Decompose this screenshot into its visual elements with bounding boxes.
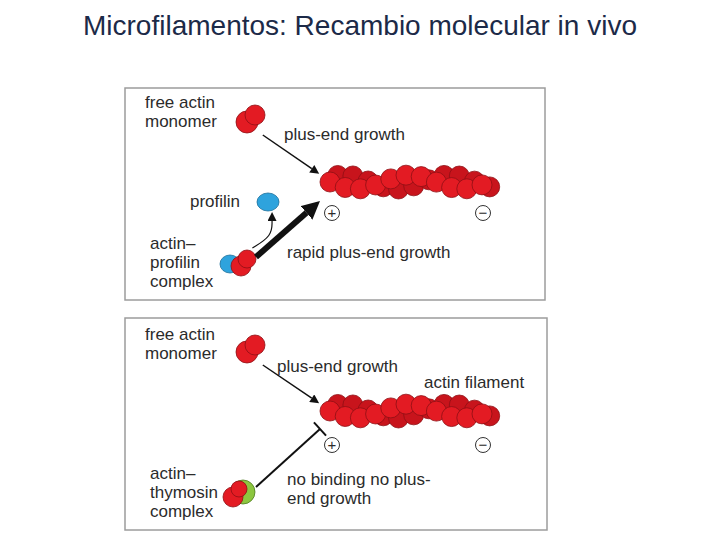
molecule-label: actin– profilin complex — [150, 234, 218, 291]
molecule-subunit — [472, 175, 492, 195]
panel-frame — [125, 88, 545, 300]
actin-monomer: free actin monomer — [234, 103, 266, 135]
molecule-label: free actin monomer — [145, 93, 233, 131]
molecule-subunit — [238, 250, 256, 268]
molecule-label: actin– thymosin complex — [150, 464, 218, 521]
end-sign: + — [324, 437, 340, 453]
end-sign: − — [475, 205, 491, 221]
slide-title: Microfilamentos: Recambio molecular in v… — [0, 10, 720, 42]
molecule-drawing — [234, 333, 266, 365]
panel-frame — [125, 318, 547, 530]
actin-filament: +− — [320, 163, 495, 201]
molecule-drawing — [320, 163, 495, 201]
connector-label: no binding no plus-end growth — [287, 470, 457, 508]
molecule-subunit — [231, 481, 247, 497]
molecule-drawing — [220, 248, 256, 278]
molecule-drawing — [320, 393, 495, 429]
actin-monomer: free actin monomer — [234, 333, 266, 365]
molecule-subunit — [472, 404, 492, 424]
connector-label: plus-end growth — [277, 357, 427, 376]
molecule-label: actin filament — [424, 373, 564, 392]
arrow-connector — [252, 221, 272, 248]
actin-thymosin-complex: actin– thymosin complex — [220, 478, 256, 508]
molecule-drawing — [234, 103, 266, 135]
connector-label: plus-end growth — [284, 125, 434, 144]
profilin-shape — [257, 193, 279, 211]
molecule-label: free actin monomer — [145, 325, 233, 363]
end-sign: + — [324, 205, 340, 221]
molecule-label: profilin — [190, 192, 254, 211]
end-sign: − — [475, 437, 491, 453]
actin-filament: actin filament+− — [320, 393, 495, 429]
molecule-subunit — [245, 335, 265, 355]
molecule-drawing — [220, 478, 256, 508]
inhibition-bar — [314, 422, 326, 435]
profilin-protein: profilin — [256, 192, 280, 212]
molecule-drawing — [256, 192, 280, 212]
molecule-subunit — [245, 105, 265, 125]
connector-label: rapid plus-end growth — [287, 243, 487, 262]
actin-profilin-complex: actin– profilin complex — [220, 248, 256, 278]
